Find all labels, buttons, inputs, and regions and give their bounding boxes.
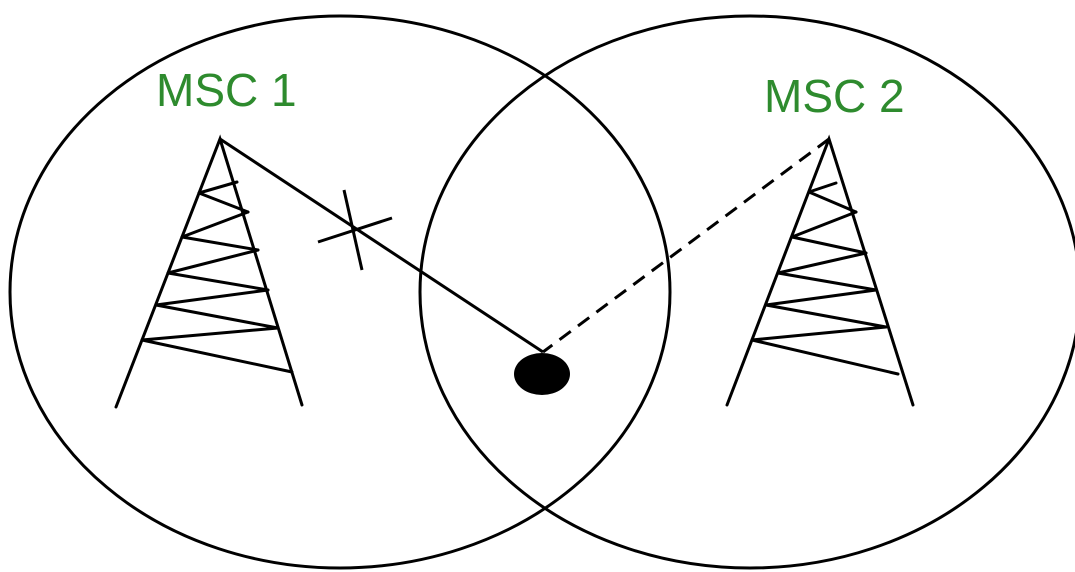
msc1-label: MSC 1 [156, 64, 297, 116]
msc2-link-dashed [542, 137, 830, 354]
msc2-coverage-cell [418, 14, 1075, 570]
msc1-link-solid [219, 137, 544, 354]
link-break-marker [317, 189, 393, 271]
msc2-label: MSC 2 [764, 70, 905, 122]
mobile-station-dot [514, 353, 570, 395]
msc1-coverage-cell [8, 14, 672, 570]
msc2-tower-icon [725, 134, 915, 407]
msc1-tower-icon [114, 134, 304, 409]
